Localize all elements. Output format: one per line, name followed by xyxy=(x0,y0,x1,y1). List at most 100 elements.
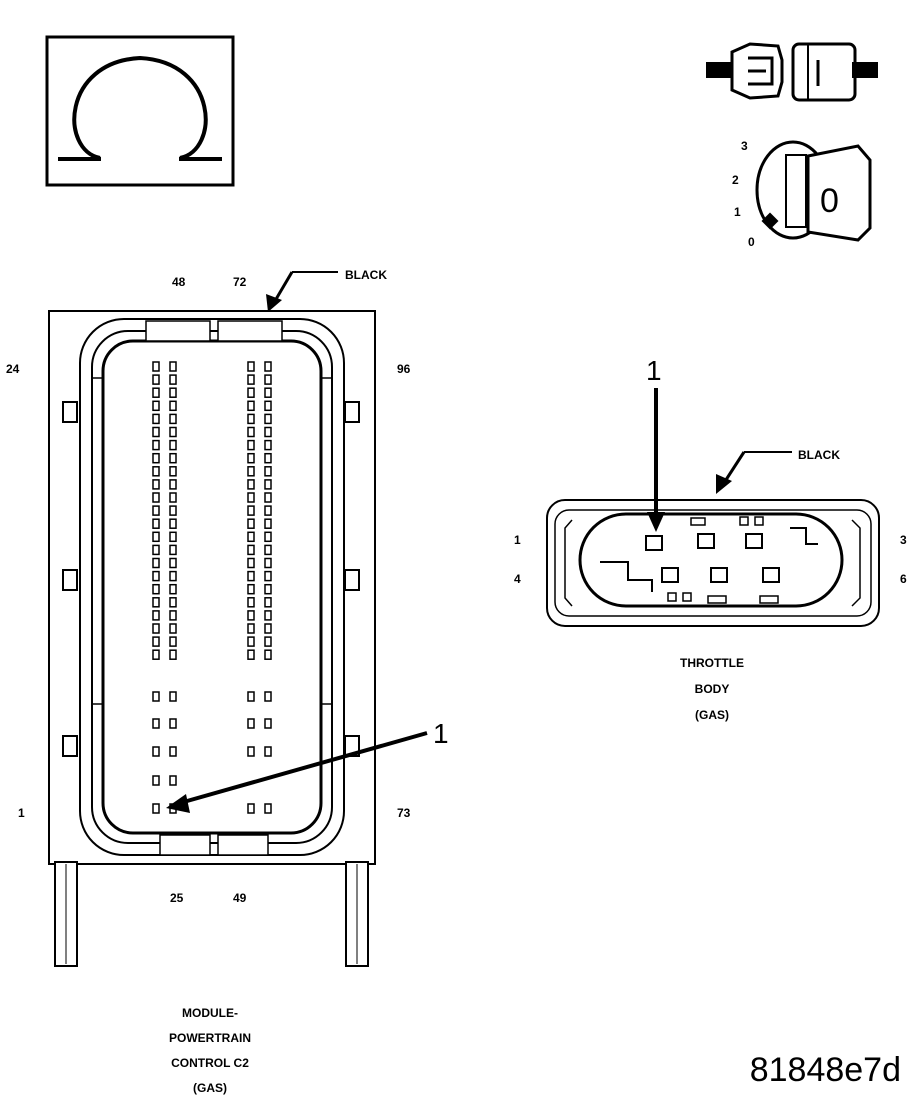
pin-cavity xyxy=(152,775,160,786)
pin-cavity xyxy=(264,361,272,372)
pin-cavity xyxy=(152,374,160,385)
pin-cavity xyxy=(152,544,160,556)
pcm-pin-1: 1 xyxy=(18,806,25,820)
pin-cavity xyxy=(264,479,272,490)
pin-cavity xyxy=(152,400,160,412)
pin-cavity xyxy=(169,426,177,438)
ignition-position-0: 0 xyxy=(748,235,755,249)
pcm-pin-48: 48 xyxy=(172,275,186,289)
pin-cavity xyxy=(169,775,177,786)
pin-cavity xyxy=(247,518,255,529)
pcm-caption-line-3: CONTROL C2 xyxy=(171,1056,249,1070)
pin-cavity xyxy=(264,718,272,729)
ignition-position-3: 3 xyxy=(741,139,748,153)
pin-cavity xyxy=(247,597,255,608)
throttle-pin-4: 4 xyxy=(514,572,521,586)
pin-cavity xyxy=(152,557,160,569)
pin-cavity xyxy=(247,746,255,757)
pin-cavity xyxy=(645,535,663,551)
pin-cavity xyxy=(169,623,177,634)
pin-cavity xyxy=(152,518,160,529)
pcm-pin-cavities xyxy=(152,361,272,814)
pin-cavity xyxy=(152,597,160,608)
pin-cavity xyxy=(247,361,255,372)
pin-cavity xyxy=(152,531,160,543)
pcm-connector: BLACK 48 72 24 96 1 73 25 49 xyxy=(6,268,449,967)
pin-cavity xyxy=(247,452,255,464)
pin-cavity xyxy=(264,803,272,814)
pin-cavity xyxy=(247,570,255,582)
pin-cavity xyxy=(152,387,160,398)
throttle-pin-cavities xyxy=(645,533,780,583)
pin-cavity xyxy=(247,649,255,660)
pin-cavity xyxy=(247,718,255,729)
pin-cavity xyxy=(247,374,255,385)
pin-cavity xyxy=(264,623,272,634)
pin-cavity xyxy=(264,570,272,582)
pin-cavity xyxy=(247,636,255,647)
pin-cavity xyxy=(169,466,177,477)
pin-cavity xyxy=(697,533,715,549)
pin-cavity xyxy=(264,531,272,543)
pin-cavity xyxy=(264,492,272,503)
pin-cavity xyxy=(169,610,177,621)
pin-cavity xyxy=(152,505,160,516)
pcm-callout-number: 1 xyxy=(433,718,449,749)
pin-cavity xyxy=(152,718,160,729)
pin-cavity xyxy=(661,567,679,583)
pin-cavity xyxy=(247,426,255,438)
pin-cavity xyxy=(264,583,272,595)
pin-cavity xyxy=(247,400,255,412)
pin-cavity xyxy=(169,557,177,569)
pin-cavity xyxy=(264,518,272,529)
pin-cavity xyxy=(264,505,272,516)
throttle-color-label: BLACK xyxy=(798,448,840,462)
pin-cavity xyxy=(169,746,177,757)
pin-cavity xyxy=(264,691,272,702)
pcm-caption-line-1: MODULE- xyxy=(182,1006,238,1020)
pin-cavity xyxy=(247,387,255,398)
pin-cavity xyxy=(152,610,160,621)
pin-cavity xyxy=(169,531,177,543)
ignition-position-1: 1 xyxy=(734,205,741,219)
throttle-callout-number: 1 xyxy=(646,355,662,386)
pin-cavity xyxy=(264,387,272,398)
throttle-pin-6: 6 xyxy=(900,572,907,586)
pin-cavity xyxy=(169,439,177,451)
ohmmeter-icon xyxy=(45,35,235,187)
pcm-pin-24: 24 xyxy=(6,362,20,376)
pin-cavity xyxy=(264,439,272,451)
pin-cavity xyxy=(169,518,177,529)
pin-cavity xyxy=(152,746,160,757)
pin-cavity xyxy=(152,426,160,438)
pin-cavity xyxy=(247,439,255,451)
pin-cavity xyxy=(264,557,272,569)
ignition-key-label: 0 xyxy=(820,182,839,220)
pin-cavity xyxy=(264,746,272,757)
pin-cavity xyxy=(247,610,255,621)
throttle-caption-line-2: BODY xyxy=(695,682,730,696)
pin-cavity xyxy=(169,583,177,595)
pin-cavity xyxy=(247,413,255,425)
pin-cavity xyxy=(152,583,160,595)
pin-cavity xyxy=(247,505,255,516)
pin-cavity xyxy=(152,492,160,503)
pin-cavity xyxy=(169,570,177,582)
pin-cavity xyxy=(169,544,177,556)
pin-cavity xyxy=(762,567,780,583)
pcm-pin-73: 73 xyxy=(397,806,411,820)
pcm-caption-line-2: POWERTRAIN xyxy=(169,1031,251,1045)
pin-cavity xyxy=(169,718,177,729)
pcm-pin-96: 96 xyxy=(397,362,411,376)
throttle-pin-1: 1 xyxy=(514,533,521,547)
pin-cavity xyxy=(169,400,177,412)
pin-cavity xyxy=(169,452,177,464)
pin-cavity xyxy=(169,505,177,516)
pin-cavity xyxy=(247,583,255,595)
figure-id: 81848e7d xyxy=(749,1051,901,1089)
pin-cavity xyxy=(152,649,160,660)
pin-cavity xyxy=(152,452,160,464)
pin-cavity xyxy=(152,466,160,477)
pin-cavity xyxy=(264,636,272,647)
ignition-key-off-icon: 3 2 1 0 0 xyxy=(732,139,872,249)
